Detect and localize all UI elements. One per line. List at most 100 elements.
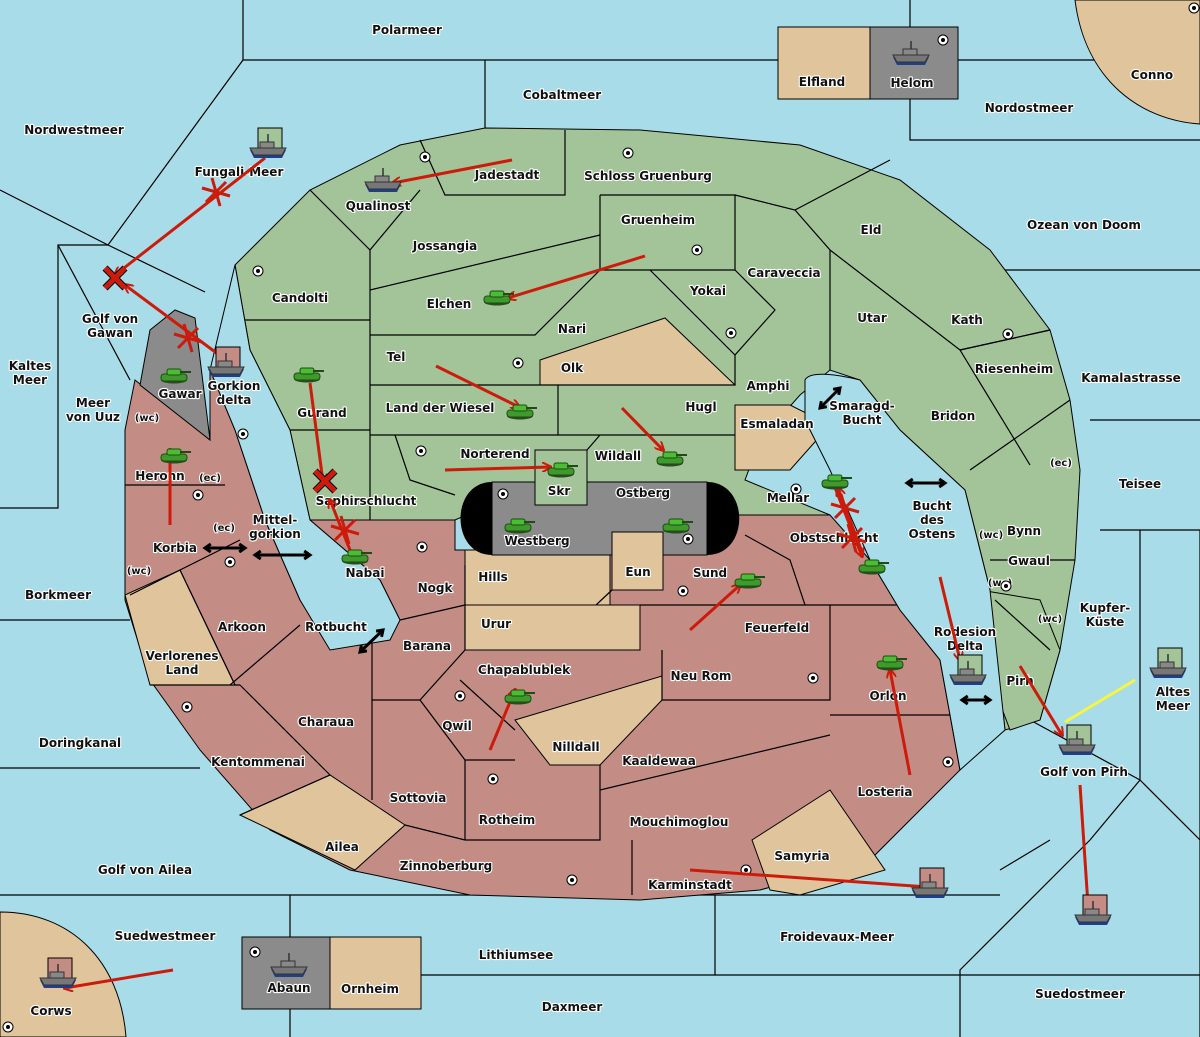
supply-center-icon: [622, 147, 634, 159]
supply-center-icon: [181, 701, 193, 713]
land-label-jadestadt: Jadestadt: [474, 168, 540, 182]
land-label-orlon: Orlon: [869, 689, 906, 703]
double-arrow-icon: [252, 549, 313, 561]
sea-label-daxmeer: Daxmeer: [542, 1000, 603, 1014]
land-label-korbia: Korbia: [153, 541, 197, 555]
land-label-feuerfeld: Feuerfeld: [745, 621, 810, 635]
land-label-neu-rom: Neu Rom: [671, 669, 732, 683]
sea-label-borkmeer: Borkmeer: [25, 588, 91, 602]
fleet-unit-rodesion-delta[interactable]: [949, 654, 987, 686]
supply-center-icon: [252, 265, 264, 277]
land-label-nari: Nari: [558, 322, 586, 336]
land-label-elchen: Elchen: [427, 297, 472, 311]
supply-center-icon: [677, 585, 689, 597]
bounce-star-icon: [173, 323, 203, 353]
land-label-rotheim: Rotheim: [479, 813, 536, 827]
supply-center-icon: [237, 428, 249, 440]
coast-label: (wc): [979, 530, 1003, 541]
supply-center-icon: [415, 445, 427, 457]
land-label-nogk: Nogk: [418, 581, 454, 595]
land-label-hugl: Hugl: [685, 400, 716, 414]
double-arrow-icon: [959, 694, 993, 706]
sea-label-golf-von-ailea: Golf von Ailea: [98, 863, 192, 877]
land-label-qwil: Qwil: [442, 719, 472, 733]
coast-label: (ec): [213, 523, 235, 534]
supply-center-icon: [1188, 2, 1200, 14]
sea-label-mittel-gorkion: Mittel-gorkion: [249, 513, 301, 541]
fleet-unit-suedostmeer[interactable]: [1074, 894, 1112, 926]
double-arrow-icon: [904, 477, 948, 489]
coast-label: (ec): [199, 473, 221, 484]
supply-center-icon: [497, 488, 509, 500]
sea-label-teisee: Teisee: [1119, 477, 1161, 491]
land-label-gawar: Gawar: [158, 387, 201, 401]
supply-center-icon: [2, 1021, 14, 1033]
land-label-ornheim: Ornheim: [341, 982, 399, 996]
fleet-unit-altes-meer[interactable]: [1149, 647, 1187, 679]
land-label-nabai: Nabai: [346, 566, 385, 580]
land-label-riesenheim: Riesenheim: [975, 362, 1054, 376]
fleet-unit-froidevaux-meer[interactable]: [911, 867, 949, 899]
land-label-bynn: Bynn: [1007, 524, 1041, 538]
land-label-ostberg: Ostberg: [616, 486, 670, 500]
fleet-unit-golf-von-pirh[interactable]: [1058, 724, 1096, 756]
order-arrow-norterend-to-skr: [444, 467, 550, 470]
land-label-skr: Skr: [548, 484, 571, 498]
supply-center-icon: [807, 672, 819, 684]
coast-label: (ec): [1050, 458, 1072, 469]
land-label-gruenheim: Gruenheim: [621, 213, 695, 227]
supply-center-icon: [566, 874, 578, 886]
coast-label: (wc): [1038, 614, 1062, 625]
land-label-olk: Olk: [561, 361, 584, 375]
land-label-ailea: Ailea: [325, 840, 359, 854]
coast-label: (ec): [1050, 458, 1072, 469]
land-label-eun: Eun: [625, 565, 650, 579]
land-label-qualinost: Qualinost: [346, 199, 411, 213]
land-label-kaaldewaa: Kaaldewaa: [622, 754, 696, 768]
order-arrow-gruenheim-to-elchen: [508, 254, 646, 298]
units: [39, 40, 1187, 989]
land-label-kentommenai: Kentommenai: [211, 755, 305, 769]
bounce-star-icon: [201, 177, 231, 207]
order-arrow-hugl-to-wildall: [620, 406, 663, 450]
sea-label-fungali-meer: Fungali-Meer: [195, 165, 284, 179]
land-label-eld: Eld: [861, 223, 882, 237]
land-label-westberg: Westberg: [504, 534, 569, 548]
land-label-karminstadt: Karminstadt: [648, 878, 732, 892]
fleet-unit-fungali-meer[interactable]: [249, 127, 287, 159]
sea-label-golf-von-pirh: Golf von Pirh: [1040, 765, 1128, 779]
land-label-mellar: Mellar: [767, 491, 809, 505]
land-label-charaua: Charaua: [298, 715, 354, 729]
fleet-unit-corws[interactable]: [39, 957, 77, 989]
impassable-west: [460, 482, 492, 555]
land-label-wildall: Wildall: [595, 449, 641, 463]
sea-label-ozean-von-doom: Ozean von Doom: [1027, 218, 1141, 232]
supply-center-icon: [192, 489, 204, 501]
supply-center-icon: [942, 756, 954, 768]
order-arrow-karminstadt-to-froidevaux-meer: [689, 868, 928, 887]
fleet-unit-gorkion-delta[interactable]: [207, 346, 245, 378]
sea-label-suedwestmeer: Suedwestmeer: [115, 929, 216, 943]
supply-center-icon: [725, 327, 737, 339]
coast-label: (wc): [135, 413, 159, 424]
dislodged-x-icon: [102, 265, 128, 291]
land-label-mouchimoglou: Mouchimoglou: [630, 815, 729, 829]
order-arrow-gorkion-delta-to-golf-von-gawan: [125, 285, 231, 365]
land-label-schloss-gruenburg: Schloss Gruenburg: [584, 169, 712, 183]
land-label-norterend: Norterend: [460, 447, 529, 461]
land-label-sund: Sund: [693, 566, 727, 580]
supply-center-icon: [937, 34, 949, 46]
double-arrow-icon: [818, 386, 842, 410]
support-arrow: [1064, 678, 1136, 724]
order-arrow-fungali-meer-to-golf-von-gawan: [115, 156, 266, 275]
land-label-barana: Barana: [403, 639, 451, 653]
land-label-utar: Utar: [857, 311, 887, 325]
land-label-saphirschlucht: Saphirschlucht: [316, 494, 417, 508]
land-label-yokai: Yokai: [689, 284, 726, 298]
